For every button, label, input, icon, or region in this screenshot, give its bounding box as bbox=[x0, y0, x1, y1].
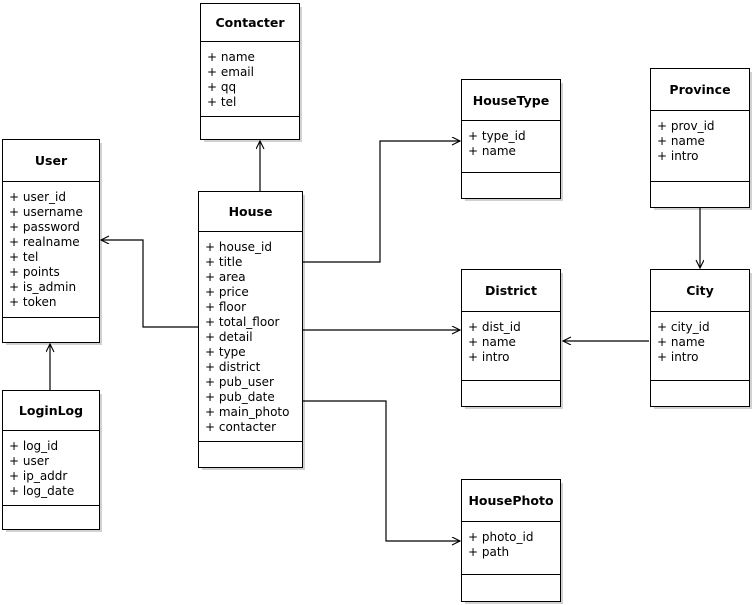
relation-house-to-user[interactable] bbox=[101, 240, 198, 328]
relations-group bbox=[50, 141, 700, 541]
class-methods-user bbox=[3, 318, 99, 342]
class-title-contacter: Contacter bbox=[201, 4, 299, 42]
class-methods-house bbox=[199, 442, 302, 468]
class-methods-contacter bbox=[201, 117, 299, 141]
class-title-city: City bbox=[651, 270, 749, 312]
class-attribute: + floor bbox=[205, 300, 247, 314]
class-title-user: User bbox=[3, 140, 99, 182]
class-methods-housephoto bbox=[462, 575, 560, 601]
class-attribute: + user_id bbox=[9, 190, 66, 204]
relation-house-to-housephoto[interactable] bbox=[303, 400, 460, 541]
class-attribute: + name bbox=[468, 144, 516, 158]
class-attributes-housetype: + type_id+ name bbox=[462, 121, 560, 173]
class-title-housetype: HouseType bbox=[462, 80, 560, 121]
class-attribute: + name bbox=[657, 335, 705, 349]
class-methods-district bbox=[462, 381, 560, 406]
class-methods-loginlog bbox=[3, 506, 99, 531]
uml-class-house[interactable]: House+ house_id+ title+ area+ price+ flo… bbox=[198, 191, 303, 468]
class-title-loginlog: LoginLog bbox=[3, 391, 99, 431]
class-title-housephoto: HousePhoto bbox=[462, 480, 560, 522]
class-attribute: + email bbox=[207, 65, 254, 79]
class-attributes-loginlog: + log_id+ user+ ip_addr+ log_date bbox=[3, 431, 99, 506]
class-attribute: + realname bbox=[9, 235, 80, 249]
class-attribute: + dist_id bbox=[468, 320, 521, 334]
class-attribute: + photo_id bbox=[468, 530, 534, 544]
class-attributes-province: + prov_id+ name+ intro bbox=[651, 111, 749, 182]
uml-class-province[interactable]: Province+ prov_id+ name+ intro bbox=[650, 68, 750, 208]
class-title-district: District bbox=[462, 270, 560, 312]
class-attribute: + total_floor bbox=[205, 315, 280, 329]
uml-class-housetype[interactable]: HouseType+ type_id+ name bbox=[461, 79, 561, 199]
uml-class-district[interactable]: District+ dist_id+ name+ intro bbox=[461, 269, 561, 407]
class-attribute: + log_id bbox=[9, 439, 59, 453]
class-attribute: + ip_addr bbox=[9, 469, 68, 483]
class-attribute: + intro bbox=[657, 350, 699, 364]
class-attribute: + tel bbox=[207, 95, 237, 109]
class-attribute: + points bbox=[9, 265, 60, 279]
class-attributes-city: + city_id+ name+ intro bbox=[651, 312, 749, 381]
class-attribute: + name bbox=[657, 134, 705, 148]
class-attribute: + district bbox=[205, 360, 261, 374]
class-attribute: + contacter bbox=[205, 420, 277, 434]
uml-class-user[interactable]: User+ user_id+ username+ password+ realn… bbox=[2, 139, 100, 343]
class-methods-province bbox=[651, 182, 749, 207]
class-attribute: + type_id bbox=[468, 129, 526, 143]
class-methods-housetype bbox=[462, 173, 560, 198]
class-attributes-district: + dist_id+ name+ intro bbox=[462, 312, 560, 381]
class-attribute: + main_photo bbox=[205, 405, 290, 419]
class-attribute: + log_date bbox=[9, 484, 75, 498]
class-title-house: House bbox=[199, 192, 302, 232]
class-attribute: + token bbox=[9, 295, 57, 309]
uml-class-housephoto[interactable]: HousePhoto+ photo_id+ path bbox=[461, 479, 561, 602]
class-attribute: + detail bbox=[205, 330, 253, 344]
class-attributes-user: + user_id+ username+ password+ realname+… bbox=[3, 182, 99, 318]
class-attribute: + pub_user bbox=[205, 375, 274, 389]
class-attribute: + path bbox=[468, 545, 510, 559]
class-attribute: + is_admin bbox=[9, 280, 77, 294]
class-methods-city bbox=[651, 381, 749, 406]
class-attributes-contacter: + name+ email+ qq+ tel bbox=[201, 42, 299, 117]
class-attribute: + area bbox=[205, 270, 246, 284]
class-attribute: + prov_id bbox=[657, 119, 715, 133]
class-attribute: + intro bbox=[657, 149, 699, 163]
class-attribute: + house_id bbox=[205, 240, 273, 254]
class-attribute: + username bbox=[9, 205, 83, 219]
uml-class-city[interactable]: City+ city_id+ name+ intro bbox=[650, 269, 750, 407]
class-attribute: + pub_date bbox=[205, 390, 275, 404]
class-attributes-house: + house_id+ title+ area+ price+ floor+ t… bbox=[199, 232, 302, 442]
relation-house-to-housetype[interactable] bbox=[303, 141, 460, 263]
uml-class-contacter[interactable]: Contacter+ name+ email+ qq+ tel bbox=[200, 3, 300, 140]
class-attributes-housephoto: + photo_id+ path bbox=[462, 522, 560, 575]
uml-class-loginlog[interactable]: LoginLog+ log_id+ user+ ip_addr+ log_dat… bbox=[2, 390, 100, 530]
class-attribute: + tel bbox=[9, 250, 39, 264]
class-attribute: + user bbox=[9, 454, 50, 468]
class-attribute: + price bbox=[205, 285, 249, 299]
class-attribute: + qq bbox=[207, 80, 237, 94]
class-attribute: + intro bbox=[468, 350, 510, 364]
class-attribute: + title bbox=[205, 255, 243, 269]
class-attribute: + type bbox=[205, 345, 246, 359]
class-attribute: + name bbox=[207, 50, 255, 64]
class-attribute: + city_id bbox=[657, 320, 710, 334]
class-title-province: Province bbox=[651, 69, 749, 111]
class-attribute: + name bbox=[468, 335, 516, 349]
class-attribute: + password bbox=[9, 220, 80, 234]
